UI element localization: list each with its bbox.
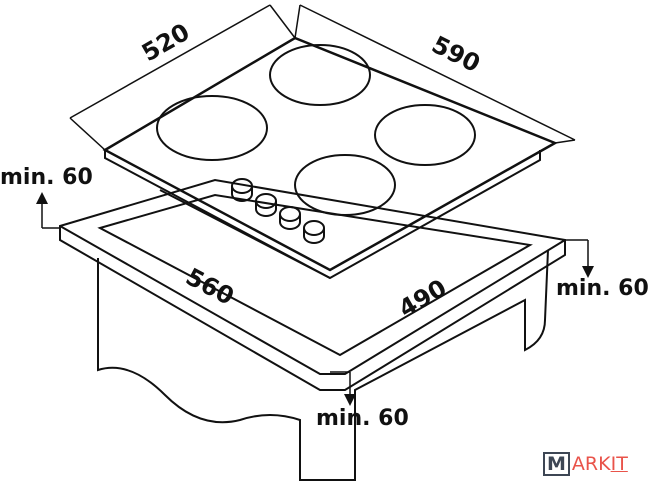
cabinet-body [97, 249, 549, 481]
logo-letter: M [543, 452, 570, 476]
dim-line-520 [69, 4, 296, 151]
hob-base [104, 150, 541, 280]
watermark-logo: M ARK IT [543, 452, 628, 476]
dim-490: 490 [394, 274, 451, 323]
clearance-front: min. 60 [316, 406, 409, 431]
burner-front [294, 154, 396, 216]
dim-560: 560 [181, 263, 238, 311]
burner-rear-right [269, 44, 371, 106]
worktop-frame [59, 178, 566, 391]
control-knobs [231, 178, 325, 244]
logo-text: ARK [571, 453, 611, 475]
burner-rear-left [156, 95, 268, 161]
logo-text-underlined: IT [610, 453, 628, 475]
clearance-left: min. 60 [0, 165, 93, 190]
hob-top [102, 36, 558, 272]
dim-520: 520 [137, 18, 194, 67]
clearance-right: min. 60 [556, 276, 649, 301]
burner-front-right [374, 104, 476, 166]
dim-line-590 [294, 4, 576, 144]
